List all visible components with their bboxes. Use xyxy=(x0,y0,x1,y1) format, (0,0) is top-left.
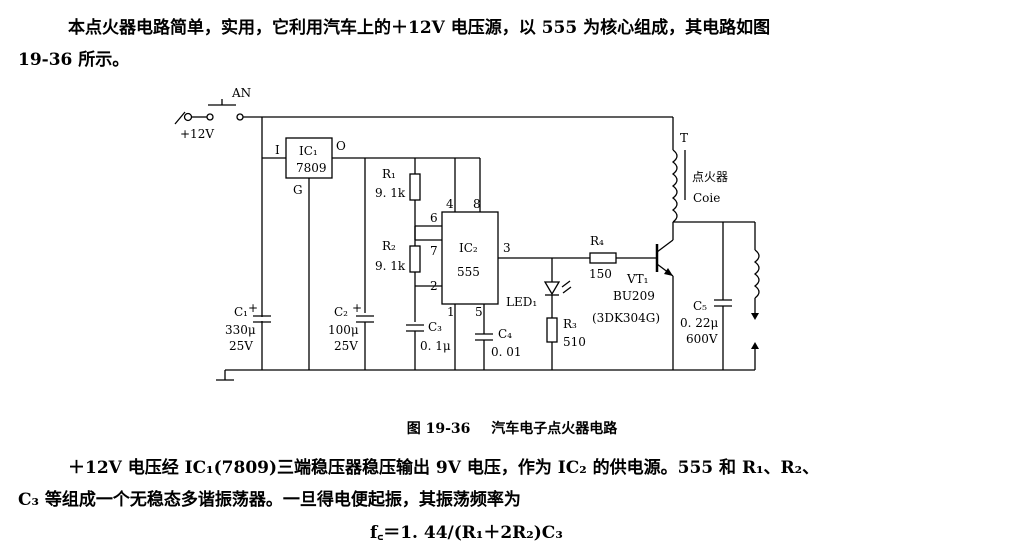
resistor-r2: R₂ 9. 1k xyxy=(375,239,421,273)
r3-name: R₃ xyxy=(563,317,577,331)
capacitor-c2: C₂ + 100μ 25V xyxy=(328,301,374,353)
led-1: LED₁ xyxy=(506,280,572,309)
t-label-2: Coie xyxy=(693,191,720,205)
r3-value: 510 xyxy=(563,335,586,349)
c4-name: C₄ xyxy=(498,327,512,341)
ic2-pin-5: 5 xyxy=(475,305,483,319)
t-label-1: 点火器 xyxy=(692,170,728,184)
input-terminal: +12V xyxy=(174,111,214,141)
vt1-part: BU209 xyxy=(613,289,655,303)
transistor-vt1: VT₁ BU209 (3DK304G) xyxy=(592,239,674,325)
resistor-r1: R₁ 9. 1k xyxy=(375,167,421,201)
figure-caption: 图 19-36 汽车电子点火器电路 xyxy=(0,418,1024,438)
r1-name: R₁ xyxy=(382,167,396,181)
ic2-pin-8: 8 xyxy=(473,197,481,211)
ic1-part: 7809 xyxy=(296,161,327,175)
ic1-pin-gnd: G xyxy=(293,183,303,197)
vin-label: +12V xyxy=(180,127,214,141)
c5-value1: 0. 22μ xyxy=(680,316,719,330)
r4-name: R₄ xyxy=(590,234,604,248)
frequency-formula: f꜀＝1. 44/(R₁＋2R₂)C₃ xyxy=(370,523,563,543)
ic2-name: IC₂ xyxy=(459,241,478,255)
c4-value: 0. 01 xyxy=(491,345,522,359)
intro-line-1: 本点火器电路简单，实用，它利用汽车上的＋12V 电压源，以 555 为核心组成，… xyxy=(68,18,771,38)
c1-gap xyxy=(255,317,269,321)
ic1-regulator: IC₁ 7809 I O G xyxy=(275,137,346,197)
resistor-r3: R₃ 510 xyxy=(546,317,586,349)
c1-name: C₁ xyxy=(234,305,248,319)
ic2-pin-4: 4 xyxy=(446,197,454,211)
r2-value: 9. 1k xyxy=(375,259,406,273)
c1-value1: 330μ xyxy=(225,323,256,337)
ic2-pin-7: 7 xyxy=(430,244,438,258)
vt1-alt: (3DK304G) xyxy=(592,311,660,325)
body-line-2: C₃ 等组成一个无稳态多谐振荡器。一旦得电便起振，其振荡频率为 xyxy=(18,490,521,510)
switch-an-label: AN xyxy=(231,86,251,100)
r1-value: 9. 1k xyxy=(375,186,406,200)
capacitor-c4: C₄ 0. 01 xyxy=(475,327,522,359)
led-label: LED₁ xyxy=(506,295,537,309)
ic1-pin-in: I xyxy=(275,143,280,157)
c1-plus: + xyxy=(248,301,258,315)
ic2-pin-3: 3 xyxy=(503,241,511,255)
c1-value2: 25V xyxy=(229,339,253,353)
vt1-name: VT₁ xyxy=(626,272,648,286)
r2-name: R₂ xyxy=(382,239,396,253)
body-paragraph: ＋12V 电压经 IC₁(7809)三端稳压器稳压输出 9V 电压，作为 IC₂… xyxy=(0,452,1024,516)
ic2-part: 555 xyxy=(457,265,480,279)
ic2-pin-2: 2 xyxy=(430,279,438,293)
c3-name: C₃ xyxy=(428,320,442,334)
c2-name: C₂ xyxy=(334,305,348,319)
c5-value2: 600V xyxy=(686,332,718,346)
c5-name: C₅ xyxy=(693,299,707,313)
c2-value2: 25V xyxy=(334,339,358,353)
figure-title: 汽车电子点火器电路 xyxy=(491,421,618,437)
spark-coil xyxy=(751,222,760,370)
capacitor-c1: C₁ + 330μ 25V xyxy=(225,301,271,353)
resistor-r4: R₄ 150 xyxy=(589,234,617,281)
c2-value1: 100μ xyxy=(328,323,359,337)
ic1-pin-out: O xyxy=(336,139,346,153)
capacitor-c5: C₅ 0. 22μ 600V xyxy=(680,299,732,346)
ic2-pin-6: 6 xyxy=(430,211,438,225)
switch-an: AN xyxy=(208,86,251,121)
capacitor-c3: C₃ 0. 1μ xyxy=(406,320,451,353)
c2-plus: + xyxy=(352,301,362,315)
intro-paragraph: 本点火器电路简单，实用，它利用汽车上的＋12V 电压源，以 555 为核心组成，… xyxy=(0,12,1024,76)
c3-value: 0. 1μ xyxy=(420,339,451,353)
ic2-pin-1: 1 xyxy=(447,305,455,319)
c2-gap xyxy=(358,317,372,321)
ic1-name: IC₁ xyxy=(299,144,318,158)
figure-number: 图 19-36 xyxy=(406,421,471,437)
intro-line-2: 19-36 所示。 xyxy=(18,50,130,70)
t-name: T xyxy=(680,131,688,145)
r4-value: 150 xyxy=(589,267,612,281)
body-line-1: ＋12V 电压经 IC₁(7809)三端稳压器稳压输出 9V 电压，作为 IC₂… xyxy=(68,458,820,478)
transformer-t: T 点火器 Coie xyxy=(671,117,728,223)
ic2-555: IC₂ 555 4 8 6 7 2 3 1 5 xyxy=(430,197,511,319)
